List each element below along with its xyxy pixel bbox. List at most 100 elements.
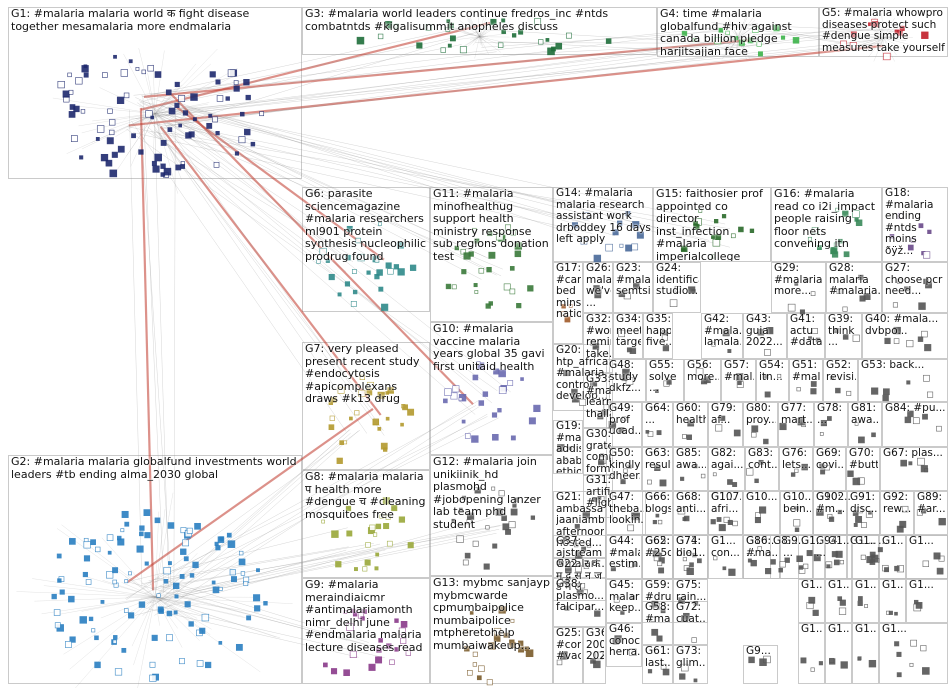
edge	[162, 99, 600, 228]
node	[576, 589, 583, 596]
node	[686, 434, 692, 440]
group-box-g27	[882, 262, 948, 313]
node	[922, 667, 930, 675]
edge	[479, 36, 502, 42]
edge	[159, 432, 351, 602]
edge	[81, 596, 156, 612]
edge	[726, 23, 739, 39]
node	[488, 301, 493, 306]
node	[815, 337, 821, 343]
node	[574, 551, 583, 559]
node	[394, 647, 399, 652]
edge	[154, 596, 188, 606]
node	[813, 554, 821, 562]
edge	[139, 101, 482, 280]
edge	[878, 37, 884, 43]
node	[793, 519, 801, 527]
node	[128, 59, 133, 64]
edge	[467, 19, 480, 37]
node	[205, 661, 212, 669]
edge	[478, 14, 480, 37]
node	[652, 550, 660, 558]
node	[722, 566, 727, 571]
group-box-g29	[771, 262, 826, 313]
edge	[133, 132, 593, 234]
node	[111, 151, 118, 158]
edge	[883, 34, 894, 39]
group-box-g47	[606, 491, 646, 535]
edge	[477, 28, 480, 37]
group-box-g77	[778, 402, 814, 447]
node	[718, 524, 726, 532]
node	[88, 616, 94, 622]
edge	[878, 35, 884, 39]
node	[579, 398, 587, 406]
node	[594, 610, 601, 617]
node	[466, 519, 472, 525]
edge	[479, 21, 493, 37]
node	[695, 368, 704, 376]
edge	[154, 596, 211, 619]
group-box-g51	[789, 359, 823, 402]
node	[632, 512, 640, 521]
node	[149, 674, 157, 682]
node	[807, 236, 813, 242]
edge	[883, 37, 913, 46]
node	[319, 247, 327, 256]
group-box-g28	[826, 262, 882, 313]
group-box-g10c	[743, 535, 780, 579]
node	[346, 530, 353, 537]
edge	[463, 33, 480, 37]
node	[382, 447, 388, 452]
node	[374, 566, 379, 571]
edge	[124, 576, 156, 598]
node	[472, 374, 479, 381]
edge	[876, 37, 884, 39]
node	[852, 334, 860, 342]
node	[897, 278, 903, 284]
group-box-g1i	[906, 535, 948, 579]
node	[651, 628, 659, 636]
edge	[462, 36, 480, 47]
edge	[173, 125, 511, 393]
node	[175, 164, 182, 171]
node	[920, 465, 928, 473]
edge	[737, 30, 740, 39]
edge	[143, 44, 747, 119]
group-box-g24	[653, 262, 701, 313]
node	[349, 416, 353, 421]
edge	[155, 429, 351, 600]
node	[498, 386, 507, 394]
node	[662, 668, 670, 676]
edge	[154, 113, 168, 115]
node	[922, 560, 930, 567]
edge	[148, 121, 503, 270]
node	[365, 542, 371, 548]
edge	[125, 405, 477, 599]
node	[346, 225, 353, 232]
node	[451, 518, 456, 523]
node	[352, 612, 358, 617]
node	[501, 18, 506, 23]
edge	[475, 42, 728, 44]
node	[923, 374, 930, 382]
node	[683, 612, 690, 620]
node	[462, 559, 469, 566]
node	[750, 559, 757, 567]
node	[351, 608, 356, 613]
node	[474, 290, 479, 294]
node	[68, 595, 75, 603]
node	[693, 601, 699, 606]
node	[655, 513, 660, 518]
node	[150, 115, 154, 120]
node	[476, 675, 482, 681]
edge	[453, 29, 480, 37]
node	[765, 551, 771, 557]
node	[910, 237, 916, 243]
group-box-g11	[430, 187, 553, 322]
node	[501, 606, 507, 612]
group-box-g86	[743, 535, 780, 579]
node	[850, 31, 857, 38]
node	[450, 392, 458, 400]
